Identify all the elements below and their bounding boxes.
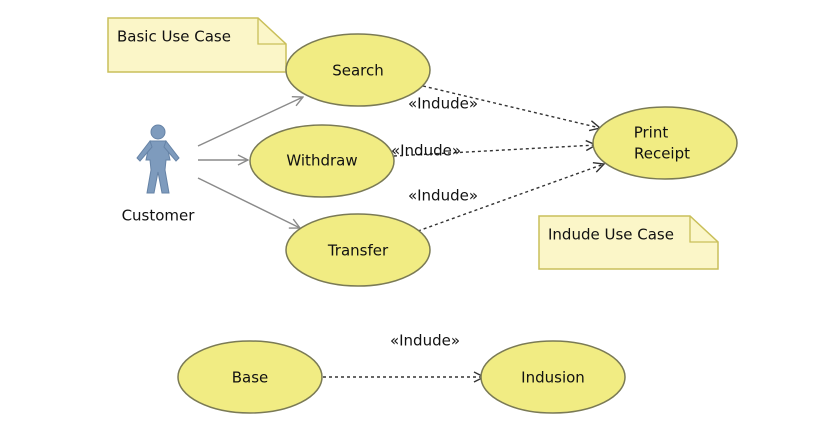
note-include-use-case: Indude Use Case [538, 215, 719, 270]
use-case-transfer[interactable]: Transfer [285, 213, 431, 287]
include-transfer-print [417, 164, 604, 232]
use-case-label: Indusion [521, 369, 585, 387]
use-case-label: Base [232, 369, 269, 387]
note-shape [538, 215, 719, 270]
note-basic-label: Basic Use Case [117, 28, 231, 46]
use-case-label: Transfer [327, 242, 389, 260]
use-case-label: Withdraw [286, 152, 357, 170]
note-fold [257, 18, 286, 45]
use-case-print-receipt[interactable]: Print Receipt [592, 106, 738, 180]
use-case-inclusion[interactable]: Indusion [480, 340, 626, 414]
include-withdraw-print [393, 145, 596, 157]
include-dependencies [323, 85, 604, 377]
include-label-withdraw: «Indude» [391, 142, 461, 160]
associations [197, 97, 303, 228]
include-label-search: «Indude» [408, 95, 478, 113]
actor-label: Customer [122, 207, 196, 225]
association-transfer [197, 177, 300, 228]
note-basic-use-case: Basic Use Case [107, 17, 287, 73]
use-case-search[interactable]: Search [285, 33, 431, 107]
use-case-withdraw[interactable]: Withdraw [249, 124, 395, 198]
note-shape [107, 17, 287, 73]
use-case-label-line1: Print [634, 124, 669, 142]
note-include-label: Indude Use Case [548, 226, 674, 244]
use-case-label-line2: Receipt [634, 145, 690, 163]
include-label-base: «Indude» [390, 332, 460, 350]
note-fold [689, 216, 718, 243]
include-label-transfer: «Indude» [408, 187, 478, 205]
association-search [197, 97, 303, 147]
use-case-label: Search [332, 62, 384, 80]
stick-figure-icon [136, 124, 180, 194]
include-search-print [422, 85, 600, 128]
use-case-base[interactable]: Base [177, 340, 323, 414]
actor-customer[interactable]: Customer [122, 124, 196, 225]
